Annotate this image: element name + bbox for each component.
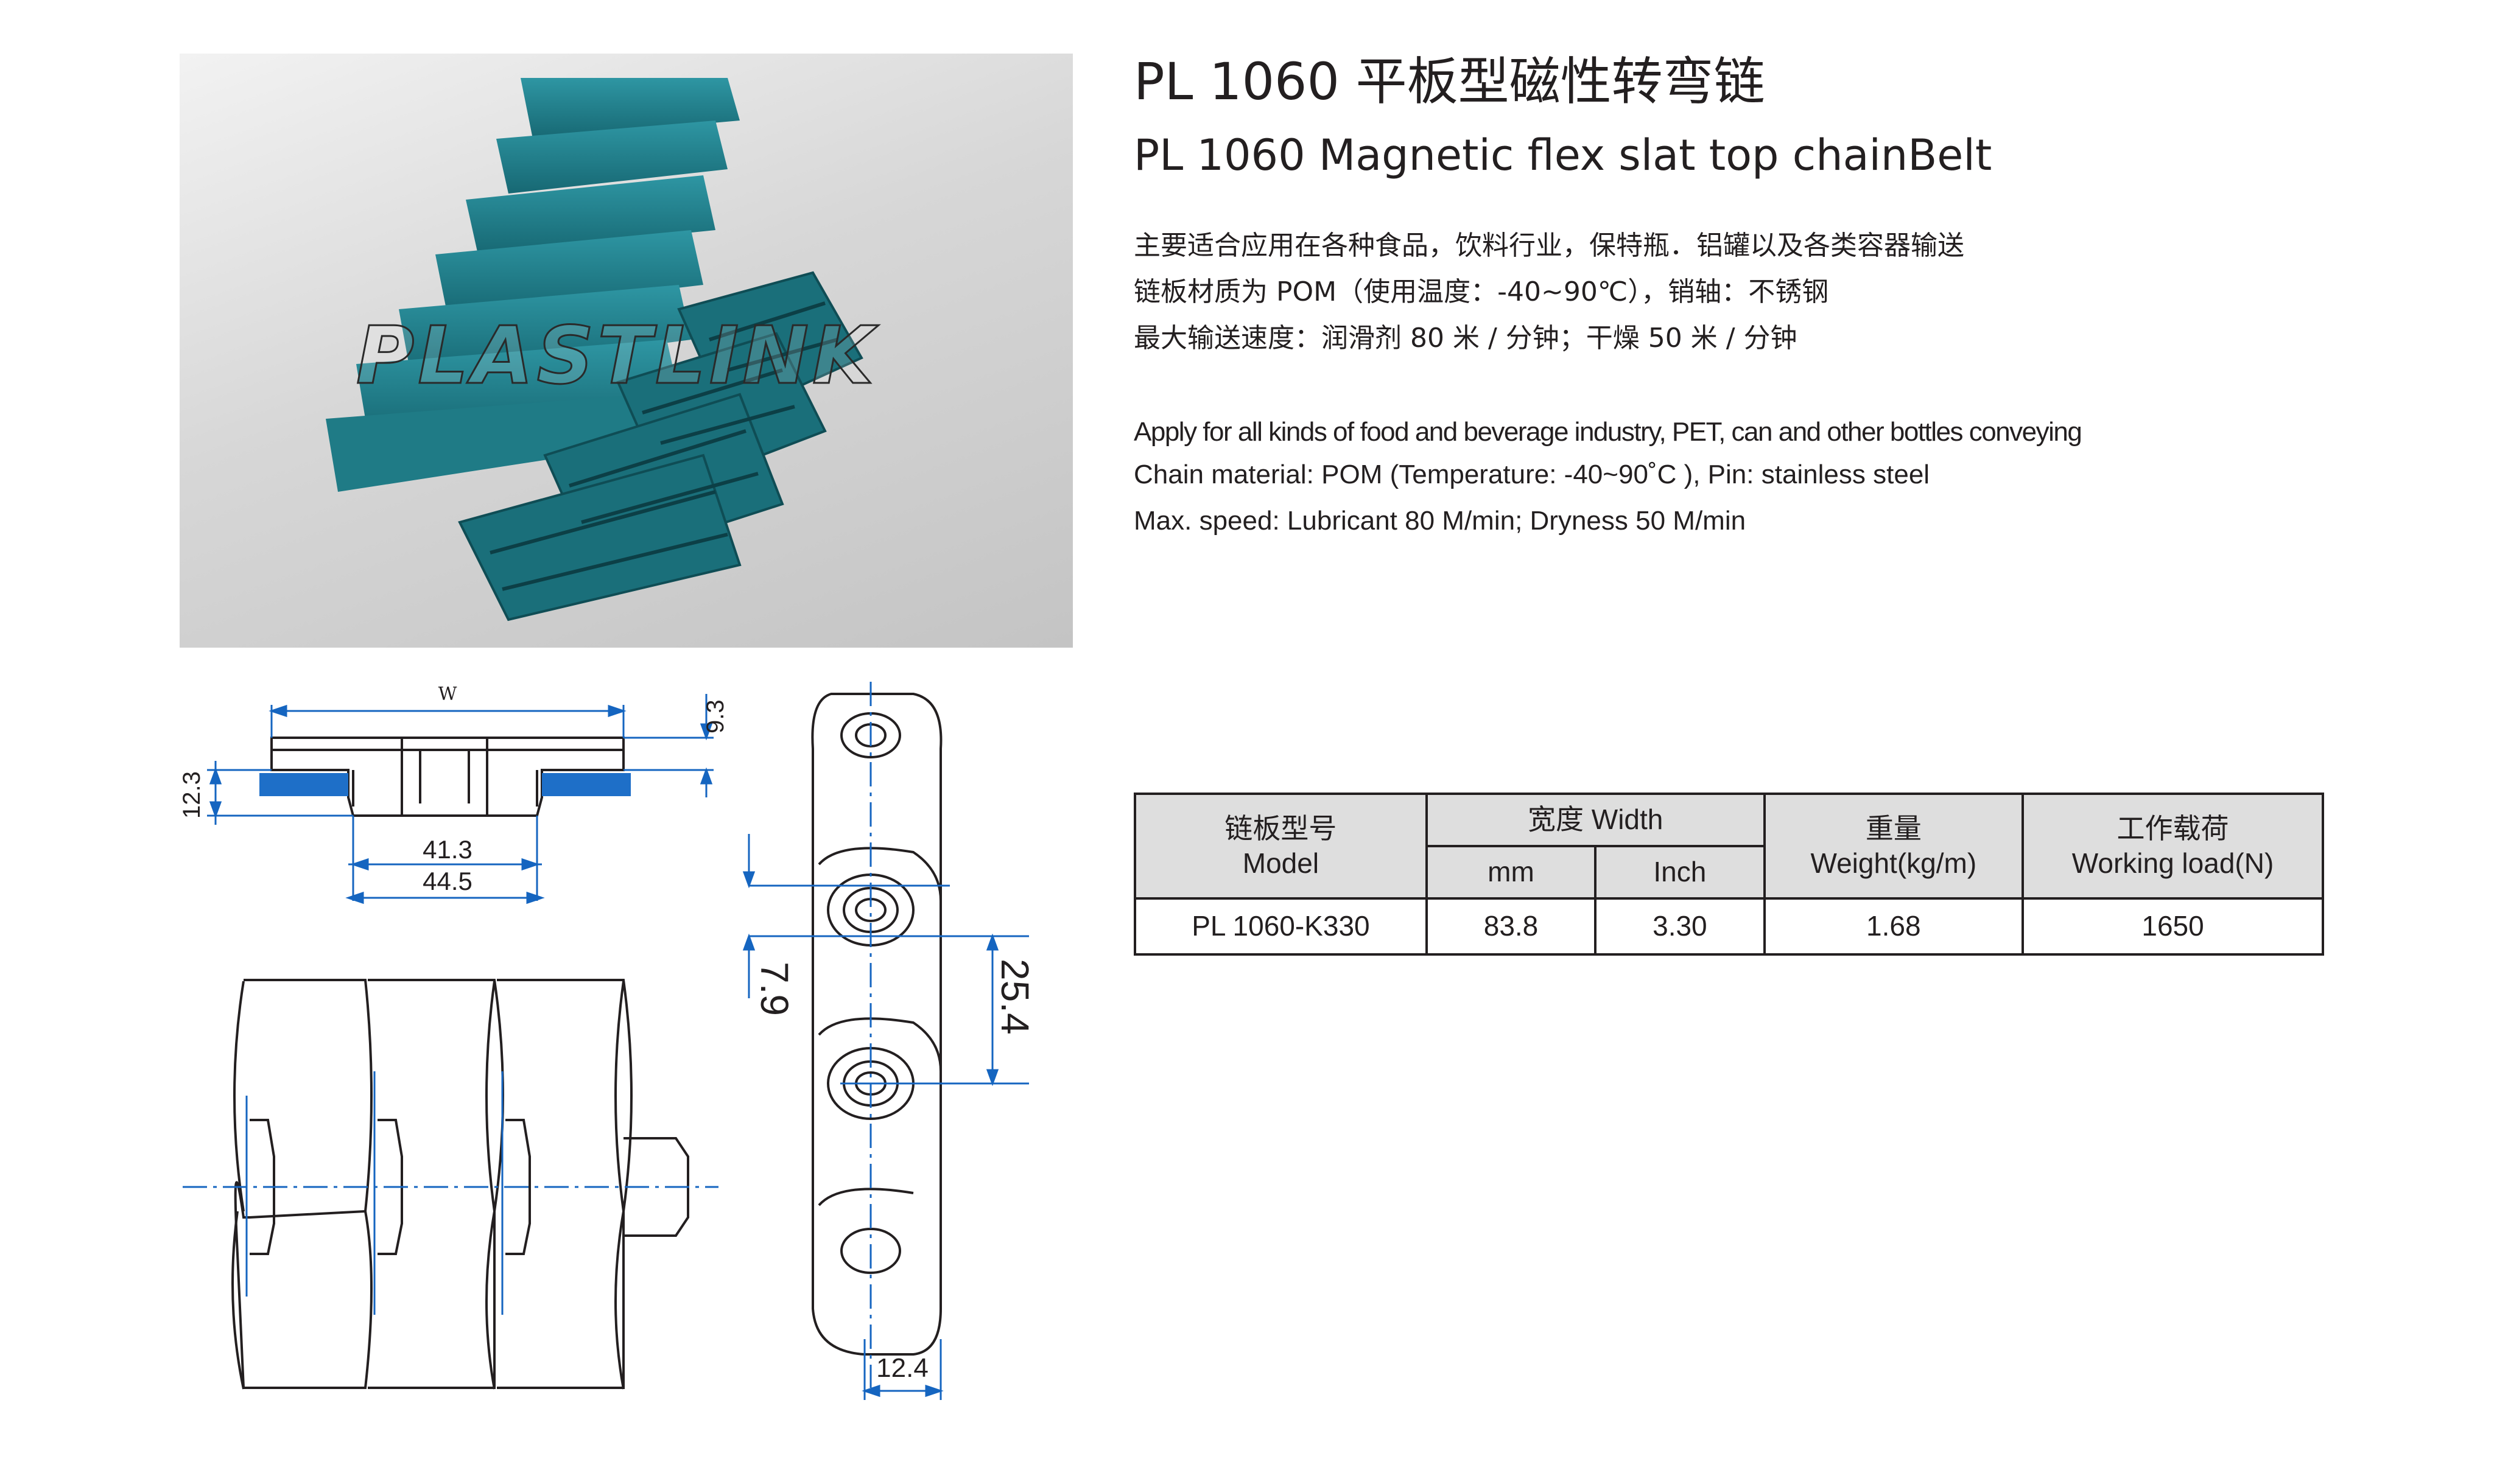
- title-chinese: PL 1060 平板型磁性转弯链: [1134, 52, 1765, 111]
- dim-outer-width: 44.5: [423, 867, 472, 895]
- description-cn-line-3: 最大输送速度：润滑剂 80 米 / 分钟；干燥 50 米 / 分钟: [1134, 323, 1797, 354]
- header-load-cn: 工作载荷: [2116, 812, 2229, 844]
- dim-pin-offset: 7.9: [753, 962, 796, 1016]
- header-load: 工作载荷 Working load(N): [2022, 793, 2324, 900]
- side-view-labels: 7.9 25.4 12.4: [753, 959, 1037, 1383]
- header-width: 宽度 Width: [1425, 793, 1766, 847]
- description-en-line-3: Max. speed: Lubricant 80 M/min; Dryness …: [1134, 506, 1746, 536]
- cross-section-dimensions: [207, 694, 714, 905]
- description-en-line-2: Chain material: POM (Temperature: -40~90…: [1134, 460, 1930, 489]
- header-inch: Inch: [1594, 845, 1766, 900]
- top-view-centerlines: [183, 1071, 718, 1315]
- header-weight-cn: 重量: [1865, 812, 1922, 844]
- header-load-en: Working load(N): [2071, 847, 2274, 879]
- header-model-cn: 链板型号: [1224, 812, 1337, 844]
- header-model-en: Model: [1242, 847, 1319, 879]
- chain-slats: [326, 78, 740, 492]
- description-en-line-1: Apply for all kinds of food and beverage…: [1134, 417, 2082, 447]
- header-mm: mm: [1425, 845, 1597, 900]
- dim-height-top: 9.3: [702, 699, 729, 733]
- cross-section-labels: W 41.3 44.5 9.3 12.3: [178, 684, 729, 895]
- title-english: PL 1060 Magnetic flex slat top chainBelt: [1134, 130, 1992, 180]
- magnet-left: [259, 773, 348, 796]
- cell-mm: 83.8: [1425, 897, 1597, 956]
- cell-weight: 1.68: [1763, 897, 2025, 956]
- description-cn-line-1: 主要适合应用在各种食品，饮料行业，保特瓶．铝罐以及各类容器输送: [1134, 230, 1964, 261]
- dim-inner-width: 41.3: [423, 835, 472, 864]
- side-view-drawing: [811, 693, 943, 1356]
- spec-table: 链板型号 Model 宽度 Width 重量 Weight(kg/m) 工作载荷…: [1134, 793, 2324, 956]
- cell-inch: 3.30: [1594, 897, 1766, 956]
- dim-height-side: 12.3: [178, 771, 205, 819]
- header-weight-en: Weight(kg/m): [1810, 847, 1977, 879]
- dim-pitch: 25.4: [993, 959, 1037, 1035]
- dim-w-label: W: [438, 684, 457, 705]
- description-cn-line-2: 链板材质为 POM（使用温度：-40~90℃），销轴：不锈钢: [1134, 276, 1829, 307]
- watermark: PLASTLINK: [356, 309, 877, 403]
- product-photo: PLASTLINK: [180, 54, 1073, 648]
- cell-model: PL 1060-K330: [1134, 897, 1428, 956]
- cross-section-drawing: [270, 737, 625, 817]
- magnet-right: [542, 773, 631, 796]
- table-row: PL 1060-K330 83.8 3.30 1.68 1650: [1134, 897, 2324, 956]
- header-model: 链板型号 Model: [1134, 793, 1428, 900]
- cell-load: 1650: [2022, 897, 2324, 956]
- header-weight: 重量 Weight(kg/m): [1763, 793, 2025, 900]
- chain-illustration: [326, 78, 863, 621]
- dim-bottom-width: 12.4: [876, 1353, 929, 1383]
- side-view-dimensions: [742, 682, 1029, 1400]
- top-view-drawing: [231, 979, 689, 1390]
